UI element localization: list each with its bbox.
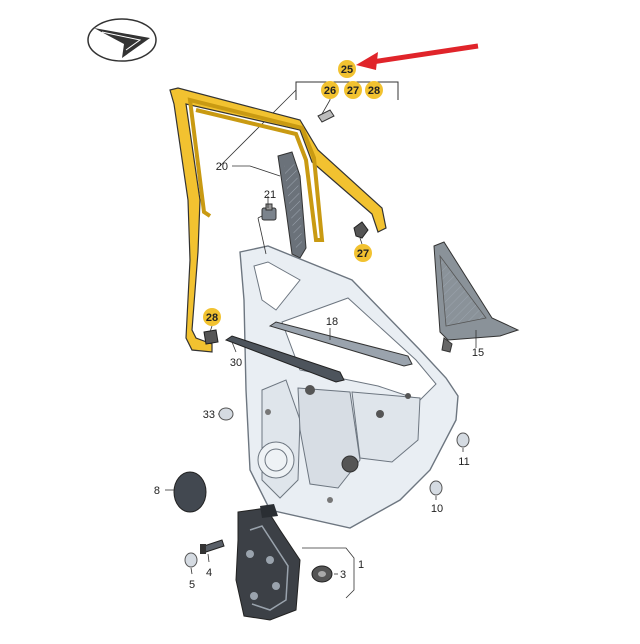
clip-28 bbox=[203, 329, 219, 345]
door-frame-seal bbox=[169, 87, 387, 353]
label-5[interactable]: 5 bbox=[189, 579, 195, 591]
callout-27[interactable]: 27 bbox=[344, 81, 362, 99]
label-21[interactable]: 21 bbox=[264, 189, 276, 201]
callout-26[interactable]: 26 bbox=[321, 81, 339, 99]
label-20[interactable]: 20 bbox=[216, 161, 228, 173]
plug-11 bbox=[456, 432, 470, 448]
svg-text:28: 28 bbox=[206, 312, 218, 324]
b-pillar-trim bbox=[277, 151, 307, 259]
red-pointer-arrow-icon bbox=[356, 43, 479, 70]
svg-text:26: 26 bbox=[324, 85, 336, 97]
quarter-glass-15 bbox=[433, 241, 520, 353]
svg-text:28: 28 bbox=[368, 85, 380, 97]
plug-5 bbox=[184, 552, 198, 568]
motor-3 bbox=[311, 565, 333, 583]
label-15[interactable]: 15 bbox=[472, 347, 484, 359]
clip-27 bbox=[353, 221, 369, 239]
door-panel bbox=[239, 245, 459, 529]
window-regulator-1 bbox=[235, 504, 301, 621]
clip-26 bbox=[317, 109, 335, 123]
callout-28-clip[interactable]: 28 bbox=[203, 308, 221, 326]
label-1[interactable]: 1 bbox=[358, 559, 364, 571]
label-3[interactable]: 3 bbox=[340, 569, 346, 581]
label-11[interactable]: 11 bbox=[458, 456, 469, 468]
leader-lines bbox=[165, 92, 477, 599]
svg-text:25: 25 bbox=[341, 64, 353, 76]
belt-weatherstrip-18 bbox=[268, 321, 413, 367]
label-4[interactable]: 4 bbox=[206, 567, 212, 579]
label-33[interactable]: 33 bbox=[203, 409, 215, 421]
navigation-arrow-logo-icon bbox=[87, 18, 157, 62]
label-10[interactable]: 10 bbox=[431, 503, 443, 515]
callout-28[interactable]: 28 bbox=[365, 81, 383, 99]
label-18[interactable]: 18 bbox=[326, 316, 338, 328]
plug-33 bbox=[218, 407, 234, 421]
svg-text:27: 27 bbox=[357, 248, 369, 260]
plug-10 bbox=[429, 480, 443, 496]
label-8[interactable]: 8 bbox=[154, 485, 160, 497]
belt-seal-30 bbox=[224, 335, 345, 383]
callout-25[interactable]: 25 bbox=[338, 60, 356, 78]
label-30[interactable]: 30 bbox=[230, 357, 242, 369]
group-bracket-25 bbox=[219, 81, 399, 167]
cover-8 bbox=[173, 471, 207, 513]
clip-21 bbox=[261, 203, 277, 221]
callout-27-clip[interactable]: 27 bbox=[354, 244, 372, 262]
svg-text:27: 27 bbox=[347, 85, 359, 97]
bolt-4 bbox=[200, 539, 225, 554]
